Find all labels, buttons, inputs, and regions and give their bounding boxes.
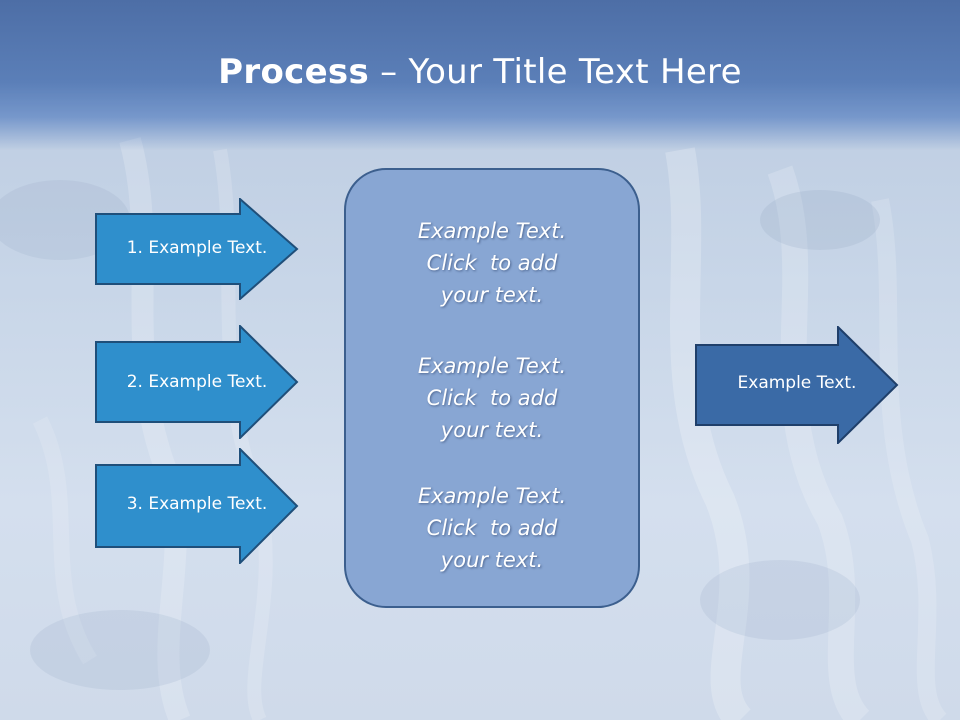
process-step-1-label: 1. Example Text. [126, 238, 268, 258]
process-step-1-arrow[interactable]: 1. Example Text. [95, 198, 299, 300]
arrow-shape-icon [695, 326, 899, 444]
process-step-3-arrow[interactable]: 3. Example Text. [95, 448, 299, 564]
center-text-block-2[interactable]: Example Text. Click to add your text. [417, 354, 567, 442]
result-arrow[interactable]: Example Text. [695, 326, 899, 444]
title-band [0, 0, 960, 150]
center-text-block-3[interactable]: Example Text. Click to add your text. [417, 484, 567, 572]
process-step-3-label: 3. Example Text. [126, 494, 268, 514]
center-content-box[interactable]: Example Text. Click to add your text. Ex… [344, 168, 640, 608]
arrow-shape-icon [95, 198, 299, 300]
process-step-2-arrow[interactable]: 2. Example Text. [95, 325, 299, 439]
title-bold: Process [218, 52, 370, 92]
page-title[interactable]: Process – Your Title Text Here [0, 52, 960, 92]
result-arrow-label: Example Text. [737, 373, 857, 393]
arrow-shape-icon [95, 325, 299, 439]
title-rest: – Your Title Text Here [369, 52, 742, 92]
arrow-shape-icon [95, 448, 299, 564]
process-step-2-label: 2. Example Text. [126, 372, 268, 392]
center-text-block-1[interactable]: Example Text. Click to add your text. [417, 219, 567, 307]
